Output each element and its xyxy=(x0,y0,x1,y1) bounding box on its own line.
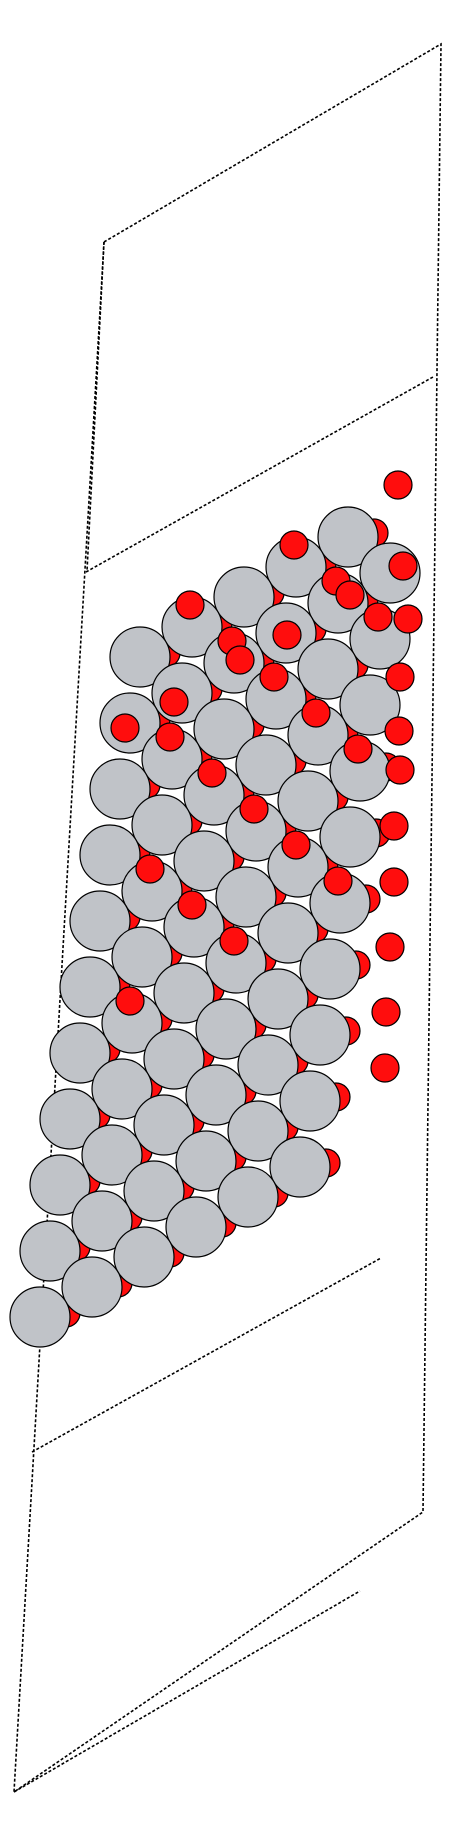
surface-oxygen-atom xyxy=(379,867,409,897)
cell-divider-bottom xyxy=(13,1590,361,1793)
surface-oxygen-atom xyxy=(393,604,423,634)
metal-atom xyxy=(217,1166,279,1228)
metal-atom xyxy=(71,1190,133,1252)
oxygen-atom xyxy=(383,470,413,500)
oxygen-atom xyxy=(281,830,311,860)
metal-atom xyxy=(289,1004,351,1066)
metal-atom xyxy=(297,638,359,700)
surface-oxygen-atom xyxy=(379,811,409,841)
cell-divider-lower xyxy=(31,1257,382,1453)
metal-atom xyxy=(165,1196,227,1258)
oxygen-atom xyxy=(219,926,249,956)
metal-atom xyxy=(193,698,255,760)
metal-atom xyxy=(279,1070,341,1132)
metal-atom xyxy=(213,566,275,628)
metal-atoms-layer xyxy=(9,506,421,1348)
oxygen-atom xyxy=(175,590,205,620)
metal-atom xyxy=(277,770,339,832)
metal-atom xyxy=(269,1136,331,1198)
oxygen-atom xyxy=(135,854,165,884)
oxygen-atom xyxy=(323,866,353,896)
metal-atom xyxy=(173,830,235,892)
metal-atom xyxy=(81,1124,143,1186)
oxygen-atom xyxy=(155,722,185,752)
metal-atom xyxy=(257,902,319,964)
surface-oxygen-atom xyxy=(371,997,401,1027)
metal-atom xyxy=(29,1154,91,1216)
surface-oxygen-atom xyxy=(110,713,140,743)
surface-oxygen-atom xyxy=(272,620,302,650)
metal-atom xyxy=(91,1058,153,1120)
oxygen-atom xyxy=(239,794,269,824)
oxygen-atom xyxy=(197,758,227,788)
metal-atom xyxy=(49,1022,111,1084)
metal-atom xyxy=(195,998,257,1060)
metal-atom xyxy=(59,956,121,1018)
oxygen-atom xyxy=(279,530,309,560)
surface-oxygen-atom xyxy=(384,716,414,746)
metal-atom xyxy=(39,1088,101,1150)
oxygen-atom xyxy=(301,698,331,728)
surface-oxygen-atom xyxy=(385,755,415,785)
metal-atom xyxy=(319,806,381,868)
surface-oxygen-atom xyxy=(159,687,189,717)
metal-atom xyxy=(227,1100,289,1162)
metal-atom xyxy=(235,734,297,796)
metal-atom xyxy=(299,938,361,1000)
metal-atom xyxy=(131,794,193,856)
oxygen-atom xyxy=(363,602,393,632)
metal-atom xyxy=(153,962,215,1024)
metal-atom xyxy=(111,926,173,988)
oxygen-atom xyxy=(177,890,207,920)
surface-oxygen-atom xyxy=(388,551,418,581)
surface-oxygen-atom xyxy=(375,932,405,962)
metal-atom xyxy=(61,1256,123,1318)
metal-atom xyxy=(215,866,277,928)
surface-oxygen-atom xyxy=(225,645,255,675)
metal-atom xyxy=(123,1160,185,1222)
oxygen-atoms-front-layer xyxy=(110,470,423,1083)
surface-oxygen-atom xyxy=(370,1053,400,1083)
metal-atom xyxy=(9,1286,71,1348)
cell-divider-upper xyxy=(85,376,434,573)
metal-atom xyxy=(317,506,379,568)
metal-atom xyxy=(185,1064,247,1126)
oxygen-atom xyxy=(259,662,289,692)
oxygen-atom xyxy=(343,734,373,764)
metal-atom xyxy=(247,968,309,1030)
metal-atom xyxy=(237,1034,299,1096)
metal-atom xyxy=(175,1130,237,1192)
metal-atom xyxy=(113,1226,175,1288)
metal-atom xyxy=(69,890,131,952)
metal-atom xyxy=(79,824,141,886)
surface-oxygen-atom xyxy=(385,662,415,692)
metal-atom xyxy=(143,1028,205,1090)
metal-atom xyxy=(109,626,171,688)
metal-atom xyxy=(19,1220,81,1282)
surface-oxygen-atom xyxy=(335,580,365,610)
metal-atom xyxy=(339,674,401,736)
metal-atom xyxy=(89,758,151,820)
metal-atom xyxy=(133,1094,195,1156)
oxygen-atom xyxy=(115,986,145,1016)
